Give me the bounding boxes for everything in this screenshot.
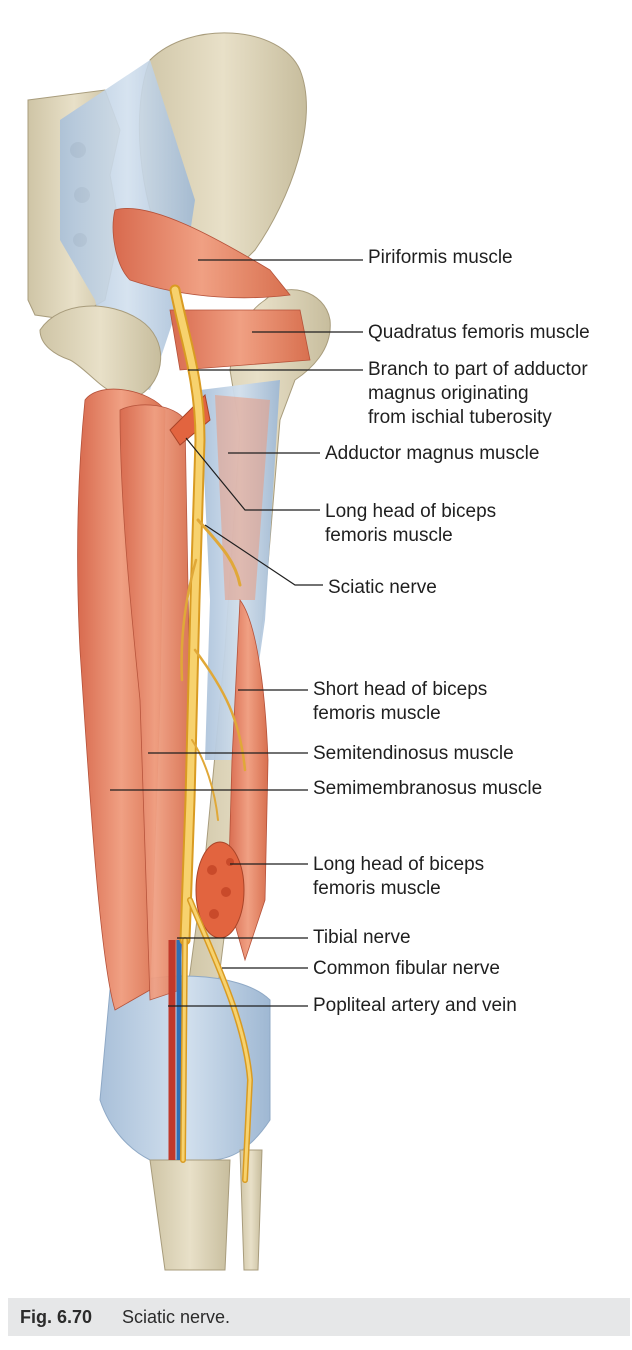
label-semimembranosus: Semimembranosus muscle: [313, 778, 543, 799]
label-quadratus-femoris: Quadratus femoris muscle: [368, 322, 590, 343]
label-sciatic-nerve: Sciatic nerve: [328, 577, 437, 598]
long-head-biceps-cut: [195, 841, 245, 939]
label-common-fibular-nerve: Common fibular nerve: [313, 958, 500, 979]
popliteal-vessels: [168, 940, 182, 1160]
label-tibial-nerve: Tibial nerve: [313, 927, 411, 948]
label-long-head-biceps-lower: Long head of biceps femoris muscle: [313, 854, 485, 899]
caption-text: Sciatic nerve.: [122, 1307, 231, 1327]
anatomy-illustration: [27, 32, 363, 1271]
adductor-muscle-fibers: [215, 395, 270, 600]
label-semitendinosus: Semitendinosus muscle: [313, 743, 514, 764]
label-long-head-biceps-upper: Long head of biceps femoris muscle: [325, 501, 497, 546]
label-adductor-magnus: Adductor magnus muscle: [325, 443, 540, 464]
sciatic-nerve-path: [169, 284, 254, 1183]
label-short-head-biceps: Short head of biceps femoris muscle: [313, 679, 488, 724]
piriformis-muscle: [112, 208, 291, 299]
quadratus-femoris-muscle: [169, 309, 311, 371]
label-piriformis: Piriformis muscle: [368, 247, 513, 268]
label-popliteal-artery-vein: Popliteal artery and vein: [313, 995, 517, 1016]
ischium-bone: [39, 305, 162, 398]
semitendinosus-muscle: [119, 404, 191, 1001]
figure-caption: Fig. 6.70 Sciatic nerve.: [8, 1298, 630, 1336]
label-branch-adductor: Branch to part of adductor magnus origin…: [368, 359, 588, 428]
leader-lines: [110, 259, 363, 1007]
caption-number: Fig. 6.70: [20, 1307, 93, 1327]
